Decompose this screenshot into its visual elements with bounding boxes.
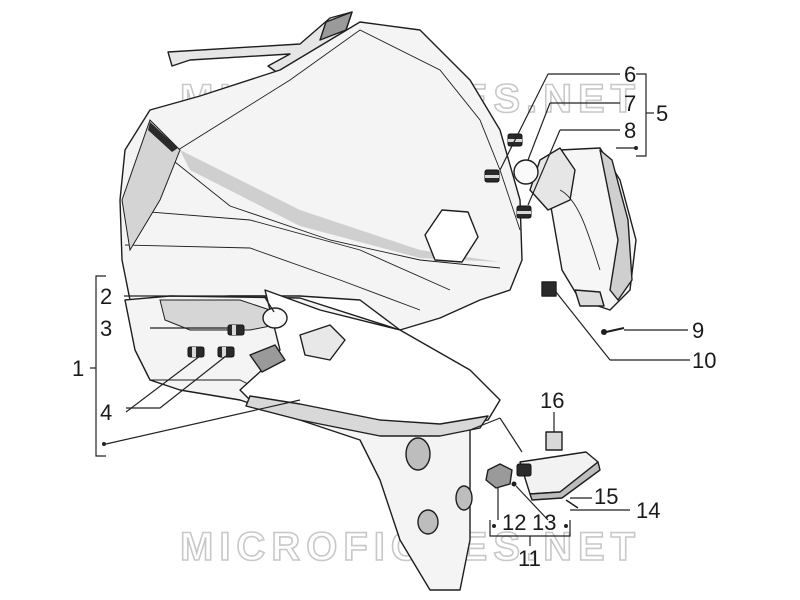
license-plate-light bbox=[485, 431, 601, 509]
leader-lines bbox=[90, 73, 690, 546]
callout-16: 16 bbox=[540, 388, 564, 413]
callout-11: 11 bbox=[518, 546, 541, 571]
callout-13: 13 bbox=[532, 510, 556, 535]
callout-15: 15 bbox=[594, 484, 618, 509]
callout-6: 6 bbox=[624, 62, 636, 87]
callout-8: 8 bbox=[624, 118, 636, 143]
callout-3: 3 bbox=[100, 316, 112, 341]
callout-9: 9 bbox=[692, 318, 704, 343]
right-light-assembly bbox=[529, 147, 637, 311]
callout-10: 10 bbox=[692, 348, 716, 373]
left-light-assembly bbox=[239, 289, 501, 437]
callout-4: 4 bbox=[100, 400, 112, 425]
callout-7: 7 bbox=[624, 91, 636, 116]
callout-14: 14 bbox=[636, 498, 660, 523]
callout-5: 5 bbox=[656, 101, 668, 126]
bulbs-left bbox=[187, 307, 288, 358]
callout-labels: 1 2 3 4 5 6 7 8 9 10 11 12 13 14 15 16 bbox=[72, 62, 716, 571]
rear-body-shell bbox=[119, 11, 523, 331]
callout-2: 2 bbox=[100, 284, 112, 309]
callout-1: 1 bbox=[72, 356, 84, 381]
bracket-and-screw bbox=[541, 281, 625, 335]
callout-12: 12 bbox=[502, 510, 526, 535]
